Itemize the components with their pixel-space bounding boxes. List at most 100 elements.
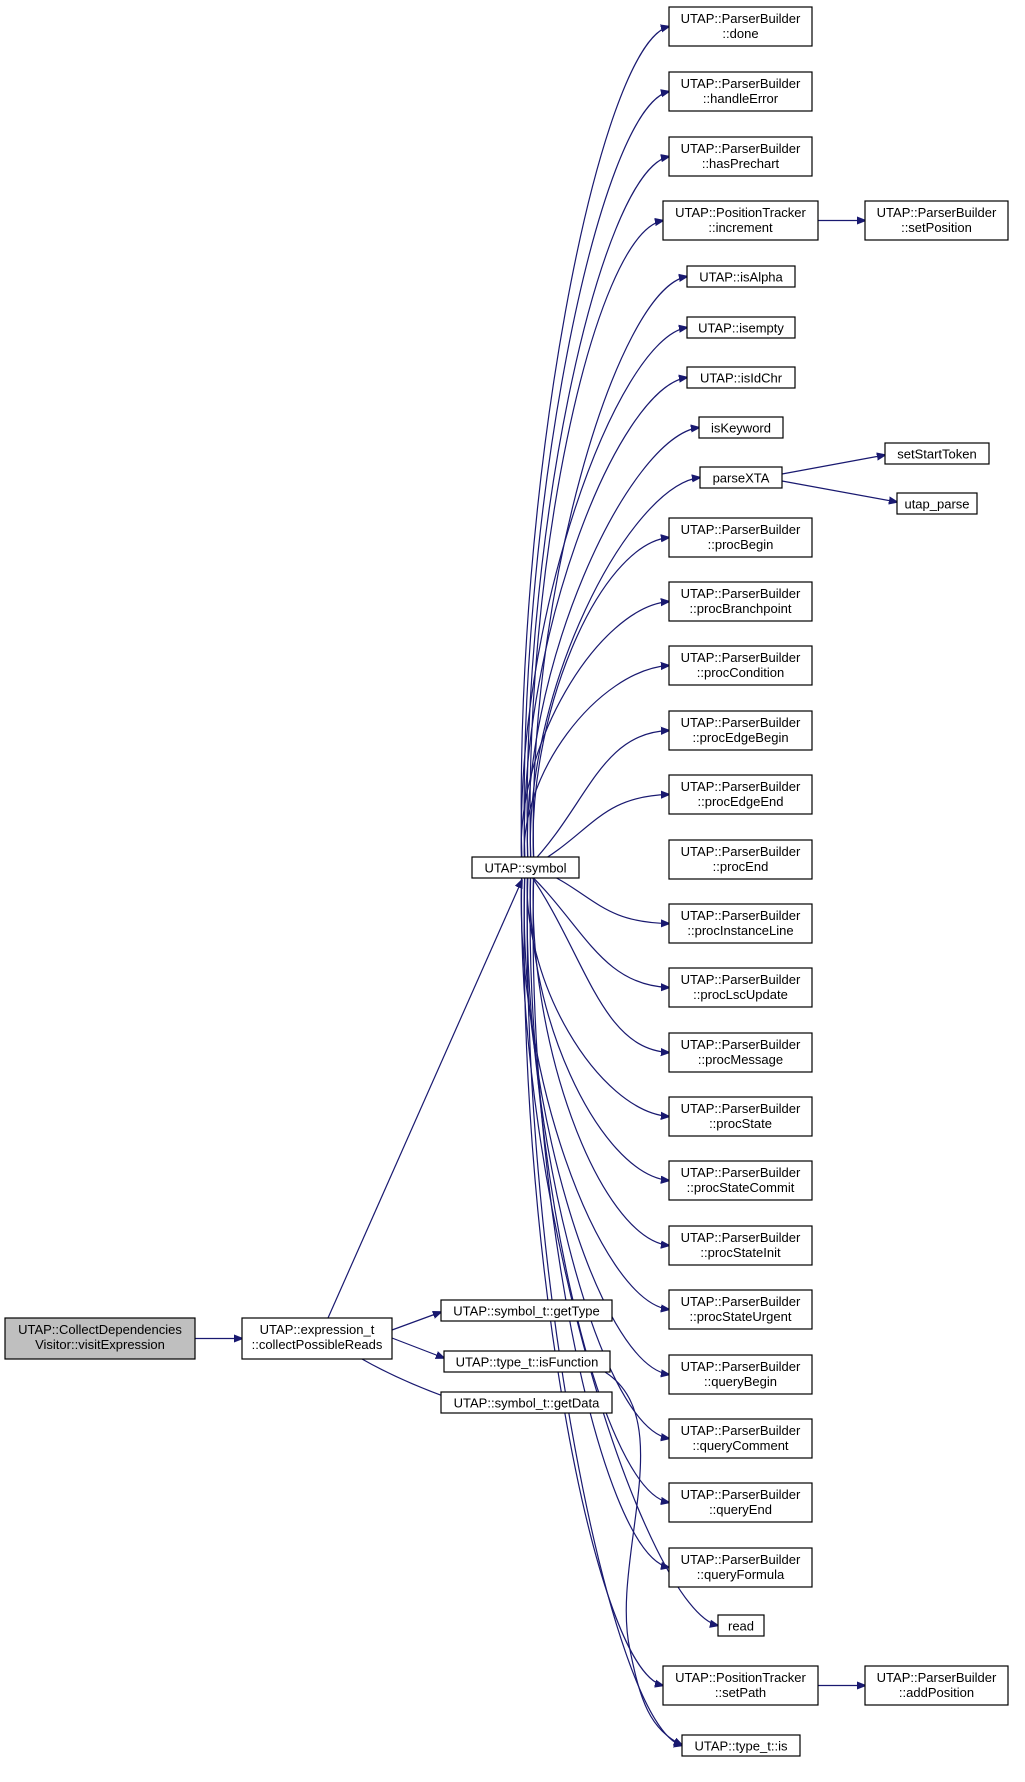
node-procCondition-label-0: UTAP::ParserBuilder: [681, 650, 801, 665]
edge-collect-to-getType: [391, 1312, 441, 1331]
node-procEdgeEnd[interactable]: UTAP::ParserBuilder::procEdgeEnd: [668, 774, 813, 815]
node-procEdgeEnd-label-1: ::procEdgeEnd: [697, 794, 783, 809]
node-root[interactable]: UTAP::CollectDependenciesVisitor::visitE…: [4, 1317, 196, 1360]
node-procInstanceLine[interactable]: UTAP::ParserBuilder::procInstanceLine: [668, 903, 813, 944]
edge-symbol-to-procCondition: [523, 666, 669, 868]
node-procEdgeEnd-label-0: UTAP::ParserBuilder: [681, 779, 801, 794]
node-setPosition-label-1: ::setPosition: [901, 220, 972, 235]
node-queryFormula-label-1: ::queryFormula: [697, 1567, 785, 1582]
node-queryBegin-label-1: ::queryBegin: [704, 1374, 777, 1389]
node-isAlpha-label-0: UTAP::isAlpha: [699, 270, 783, 285]
node-symbol[interactable]: UTAP::symbol: [471, 856, 580, 879]
node-read-label-0: read: [728, 1619, 754, 1634]
node-collect[interactable]: UTAP::expression_t::collectPossibleReads: [241, 1317, 393, 1360]
node-procInstanceLine-label-1: ::procInstanceLine: [687, 923, 793, 938]
edge-parseXTA-to-utap_parse: [781, 480, 897, 502]
edge-symbol-to-isAlpha: [532, 277, 687, 868]
node-setPath[interactable]: UTAP::PositionTracker::setPath: [662, 1665, 819, 1706]
node-procStateInit-label-1: ::procStateInit: [700, 1245, 781, 1260]
node-setStartToken-label-0: setStartToken: [897, 447, 977, 462]
node-addPosition[interactable]: UTAP::ParserBuilder::addPosition: [864, 1665, 1009, 1706]
node-read[interactable]: read: [717, 1614, 765, 1637]
node-root-label-0: UTAP::CollectDependencies: [18, 1322, 182, 1337]
node-done[interactable]: UTAP::ParserBuilder::done: [668, 6, 813, 47]
node-procLscUpdate[interactable]: UTAP::ParserBuilder::procLscUpdate: [668, 967, 813, 1008]
node-increment[interactable]: UTAP::PositionTracker::increment: [662, 200, 819, 241]
node-isFunction[interactable]: UTAP::type_t::isFunction: [443, 1350, 611, 1373]
edge-symbol-to-procStateUrgent: [520, 866, 669, 1310]
edge-symbol-to-isKeyword: [526, 428, 699, 868]
node-addPosition-label-0: UTAP::ParserBuilder: [877, 1670, 997, 1685]
node-getData[interactable]: UTAP::symbol_t::getData: [440, 1391, 613, 1414]
edge-collect-to-symbol: [327, 880, 522, 1319]
node-utap_parse-label-0: utap_parse: [904, 497, 969, 512]
node-setPosition-label-0: UTAP::ParserBuilder: [877, 205, 997, 220]
node-parseXTA-label-0: parseXTA: [713, 471, 770, 486]
node-isFunction-label-0: UTAP::type_t::isFunction: [456, 1355, 599, 1370]
node-procState-label-0: UTAP::ParserBuilder: [681, 1101, 801, 1116]
edge-symbol-to-queryFormula: [532, 866, 669, 1568]
edge-symbol-to-procEdgeBegin: [527, 731, 669, 868]
edge-symbol-to-procStateInit: [532, 866, 669, 1246]
node-setPath-label-0: UTAP::PositionTracker: [675, 1670, 806, 1685]
node-parseXTA[interactable]: parseXTA: [699, 466, 783, 489]
node-queryEnd[interactable]: UTAP::ParserBuilder::queryEnd: [668, 1482, 813, 1523]
node-getType-label-0: UTAP::symbol_t::getType: [453, 1304, 599, 1319]
edge-symbol-to-procState: [526, 866, 669, 1117]
node-isIdChr[interactable]: UTAP::isIdChr: [686, 366, 796, 389]
node-procEnd[interactable]: UTAP::ParserBuilder::procEnd: [668, 839, 813, 880]
node-procBranchpoint-label-1: ::procBranchpoint: [690, 601, 792, 616]
node-procCondition[interactable]: UTAP::ParserBuilder::procCondition: [668, 645, 813, 686]
node-procBranchpoint-label-0: UTAP::ParserBuilder: [681, 586, 801, 601]
node-queryComment[interactable]: UTAP::ParserBuilder::queryComment: [668, 1418, 813, 1459]
edge-symbol-to-procLscUpdate: [521, 866, 669, 988]
node-procState[interactable]: UTAP::ParserBuilder::procState: [668, 1096, 813, 1137]
node-utap_parse[interactable]: utap_parse: [896, 492, 978, 515]
node-procBegin[interactable]: UTAP::ParserBuilder::procBegin: [668, 517, 813, 558]
node-is[interactable]: UTAP::type_t::is: [681, 1734, 801, 1757]
node-setPath-label-1: ::setPath: [715, 1685, 766, 1700]
node-procStateUrgent[interactable]: UTAP::ParserBuilder::procStateUrgent: [668, 1289, 813, 1330]
node-procStateCommit-label-1: ::procStateCommit: [687, 1180, 795, 1195]
node-procStateCommit[interactable]: UTAP::ParserBuilder::procStateCommit: [668, 1160, 813, 1201]
node-queryComment-label-0: UTAP::ParserBuilder: [681, 1423, 801, 1438]
node-done-label-1: ::done: [722, 26, 758, 41]
node-procBranchpoint[interactable]: UTAP::ParserBuilder::procBranchpoint: [668, 581, 813, 622]
node-procBegin-label-0: UTAP::ParserBuilder: [681, 522, 801, 537]
node-hasPrechart-label-1: ::hasPrechart: [702, 156, 780, 171]
edge-symbol-to-queryComment: [526, 866, 669, 1439]
node-isKeyword-label-0: isKeyword: [711, 421, 771, 436]
edge-collect-to-getData: [361, 1358, 454, 1400]
node-procEdgeBegin-label-1: ::procEdgeBegin: [692, 730, 788, 745]
node-procStateUrgent-label-0: UTAP::ParserBuilder: [681, 1294, 801, 1309]
edge-symbol-to-increment: [529, 221, 663, 868]
node-procStateInit[interactable]: UTAP::ParserBuilder::procStateInit: [668, 1225, 813, 1266]
node-procEnd-label-0: UTAP::ParserBuilder: [681, 844, 801, 859]
node-queryBegin[interactable]: UTAP::ParserBuilder::queryBegin: [668, 1354, 813, 1395]
node-queryComment-label-1: ::queryComment: [692, 1438, 788, 1453]
node-setPosition[interactable]: UTAP::ParserBuilder::setPosition: [864, 200, 1009, 241]
node-procEdgeBegin[interactable]: UTAP::ParserBuilder::procEdgeBegin: [668, 710, 813, 751]
node-queryFormula[interactable]: UTAP::ParserBuilder::queryFormula: [668, 1547, 813, 1588]
node-isKeyword[interactable]: isKeyword: [698, 416, 784, 439]
node-collect-label-1: ::collectPossibleReads: [252, 1337, 383, 1352]
node-hasPrechart[interactable]: UTAP::ParserBuilder::hasPrechart: [668, 136, 813, 177]
node-procStateCommit-label-0: UTAP::ParserBuilder: [681, 1165, 801, 1180]
node-procEdgeBegin-label-0: UTAP::ParserBuilder: [681, 715, 801, 730]
node-isAlpha[interactable]: UTAP::isAlpha: [686, 265, 796, 288]
edge-symbol-to-queryBegin: [523, 866, 669, 1375]
node-isempty[interactable]: UTAP::isempty: [686, 316, 796, 339]
node-procMessage[interactable]: UTAP::ParserBuilder::procMessage: [668, 1032, 813, 1073]
node-procLscUpdate-label-1: ::procLscUpdate: [693, 987, 788, 1002]
node-setStartToken[interactable]: setStartToken: [884, 442, 990, 465]
edge-symbol-to-parseXTA: [529, 478, 700, 868]
node-increment-label-0: UTAP::PositionTracker: [675, 205, 806, 220]
node-hasPrechart-label-0: UTAP::ParserBuilder: [681, 141, 801, 156]
node-handleError[interactable]: UTAP::ParserBuilder::handleError: [668, 71, 813, 112]
node-getType[interactable]: UTAP::symbol_t::getType: [440, 1299, 613, 1322]
node-procStateInit-label-0: UTAP::ParserBuilder: [681, 1230, 801, 1245]
node-getData-label-0: UTAP::symbol_t::getData: [454, 1396, 600, 1411]
node-increment-label-1: ::increment: [708, 220, 773, 235]
edge-collect-to-isFunction: [391, 1337, 444, 1358]
